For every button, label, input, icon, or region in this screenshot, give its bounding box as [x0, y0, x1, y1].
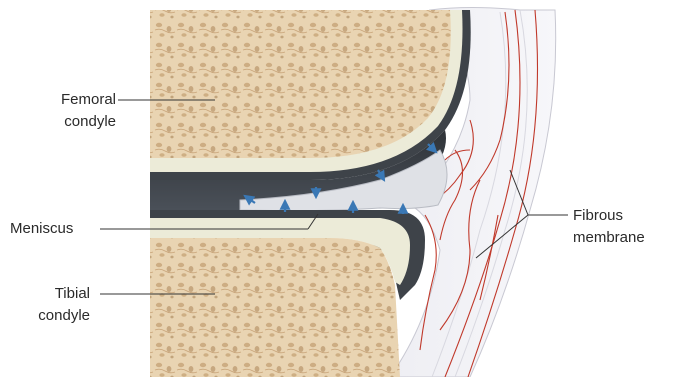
- label-tibial-line1: Tibial: [38, 283, 90, 305]
- label-tibial-line2: condyle: [38, 305, 90, 327]
- label-meniscus: Meniscus: [10, 218, 73, 240]
- label-fibrous-membrane: Fibrous membrane: [573, 205, 645, 249]
- label-tibial-condyle: Tibial condyle: [38, 283, 90, 327]
- label-femoral-condyle: Femoral condyle: [61, 89, 116, 133]
- label-femoral-line2: condyle: [61, 111, 116, 133]
- label-fibrous-line1: Fibrous: [573, 205, 645, 227]
- label-fibrous-line2: membrane: [573, 227, 645, 249]
- label-femoral-line1: Femoral: [61, 89, 116, 111]
- label-meniscus-text: Meniscus: [10, 218, 73, 240]
